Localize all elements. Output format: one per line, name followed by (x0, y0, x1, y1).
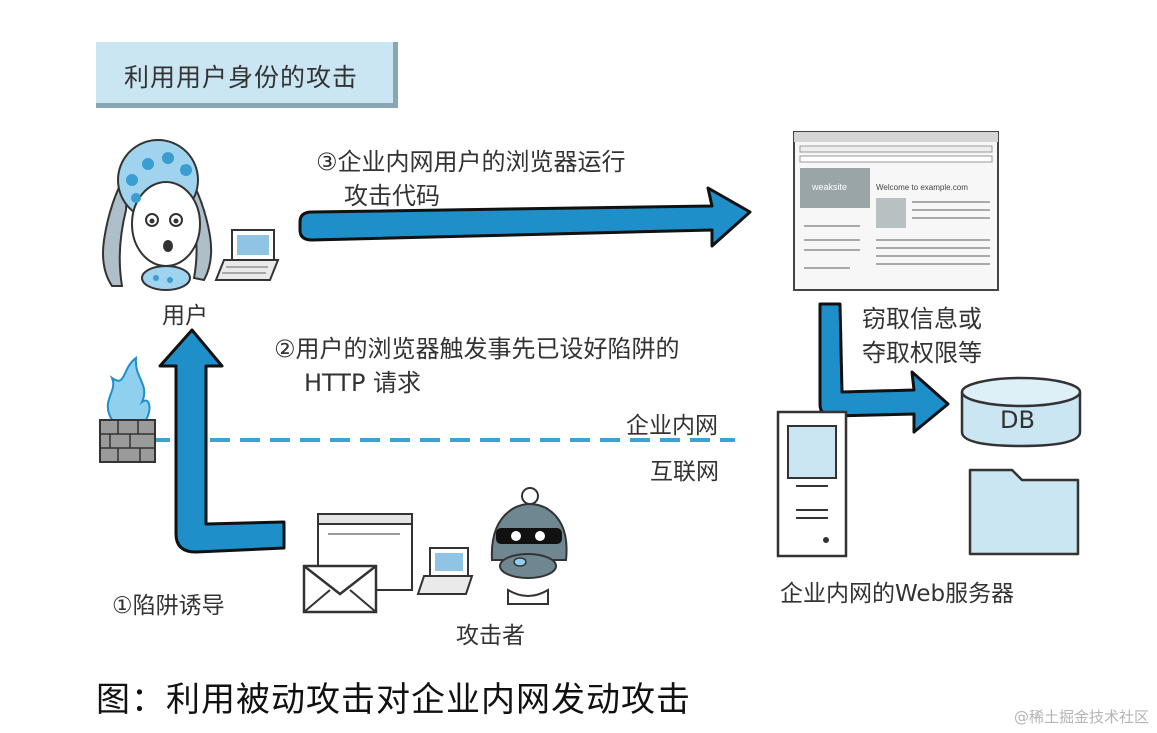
user-label: 用户 (162, 303, 208, 329)
step1-label: ①陷阱诱导 (112, 593, 225, 619)
browser-welcome-text: Welcome to example.com (876, 183, 968, 192)
attacker-label: 攻击者 (456, 623, 525, 649)
step3-line2: 攻击代码 (344, 182, 440, 210)
step2-line1: ②用户的浏览器触发事先已设好陷阱的 (274, 335, 680, 363)
user-character-icon (102, 139, 213, 291)
attacker-character-icon (490, 487, 568, 605)
diagram-title-box: 利用用户身份的攻击 (96, 42, 398, 108)
envelope-icon (302, 564, 378, 614)
steal-line1: 窃取信息或 (862, 305, 982, 333)
firewall-icon (99, 355, 156, 463)
db-label: DB (1000, 406, 1035, 434)
step3-label: ③企业内网用户的浏览器运行 攻击代码 (316, 145, 626, 213)
watermark: @稀土掘金技术社区 (1013, 708, 1149, 726)
figure-caption: 图：利用被动攻击对企业内网发动攻击 (96, 680, 691, 720)
steal-label: 窃取信息或 夺取权限等 (862, 302, 982, 370)
folder-icon (968, 468, 1080, 556)
database-icon: DB (960, 376, 1082, 448)
intranet-label: 企业内网 (626, 413, 718, 439)
web-server-label: 企业内网的Web服务器 (780, 581, 1015, 607)
step2-label: ②用户的浏览器触发事先已设好陷阱的 HTTP 请求 (274, 332, 680, 400)
browser-site-name: weaksite (811, 182, 847, 192)
diagram-title: 利用用户身份的攻击 (124, 63, 359, 92)
step3-line1: ③企业内网用户的浏览器运行 (316, 148, 626, 176)
internet-label: 互联网 (650, 459, 719, 485)
attacker-laptop-icon (416, 547, 474, 595)
arrow-browser-runs-code (298, 186, 752, 248)
arrow-lure-to-user (158, 328, 286, 554)
steal-line2: 夺取权限等 (862, 339, 982, 367)
browser-window-icon: weaksite Welcome to example.com (793, 131, 999, 291)
step2-line2: HTTP 请求 (304, 369, 422, 397)
web-server-icon (776, 410, 848, 558)
user-laptop-icon (214, 229, 280, 281)
